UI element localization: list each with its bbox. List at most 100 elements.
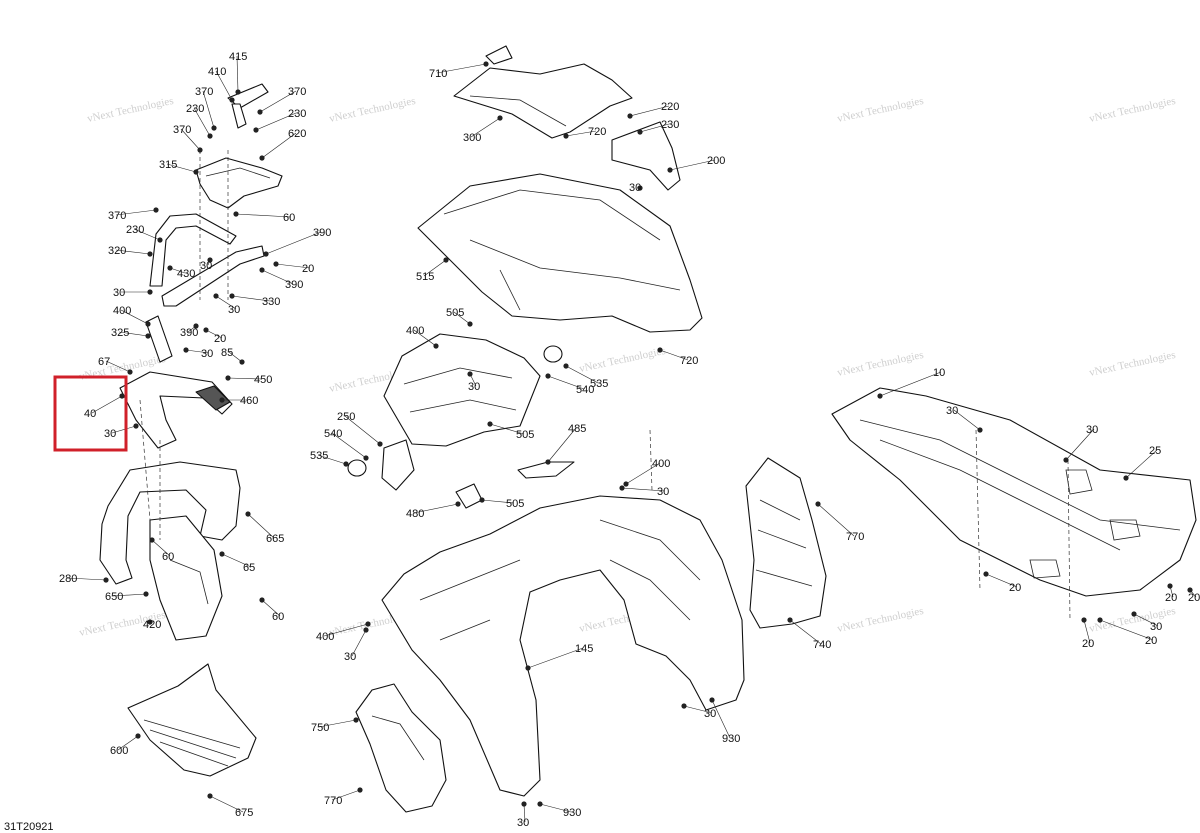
highlight-box — [53, 375, 128, 452]
leader-line — [215, 70, 233, 101]
leader-line — [436, 63, 487, 74]
part-number-label: 370 — [195, 86, 213, 98]
leader-line — [105, 360, 131, 373]
part-number-label: 30 — [1150, 621, 1162, 633]
leader-line — [193, 107, 211, 137]
leader-line — [118, 331, 149, 337]
leader-line — [261, 132, 297, 159]
leader-line — [1125, 449, 1158, 479]
leader-line — [207, 259, 211, 266]
leader-line — [669, 159, 716, 171]
part-number-label: 535 — [310, 450, 328, 462]
leader-line — [1083, 619, 1091, 644]
leader-line — [344, 415, 381, 445]
leader-line — [91, 395, 123, 414]
leader-line — [659, 349, 689, 361]
part-number-label: 620 — [288, 128, 306, 140]
leader-line — [547, 427, 577, 463]
part-number-label: 20 — [1082, 638, 1094, 650]
leader-line — [115, 209, 157, 216]
leader-line — [120, 309, 149, 325]
leader-line — [985, 573, 1018, 588]
part-number-label: 400 — [406, 325, 424, 337]
part-number-label: 30 — [201, 348, 213, 360]
part-number-label: 230 — [661, 119, 679, 131]
part-number-label: 390 — [313, 227, 331, 239]
part-number-label: 280 — [59, 573, 77, 585]
watermark-text: vNext Technologies — [1088, 349, 1177, 379]
part-number-label: 415 — [229, 51, 247, 63]
part-number-label: 540 — [324, 428, 342, 440]
part-number-label: 430 — [177, 268, 195, 280]
leader-line — [547, 375, 585, 390]
part-number-label: 535 — [590, 378, 608, 390]
part-number-label: 30 — [657, 486, 669, 498]
part-number-label: 710 — [429, 68, 447, 80]
leader-line — [231, 295, 271, 302]
part-number-label: 600 — [110, 745, 128, 757]
part-number-label: 390 — [285, 279, 303, 291]
part-number-label: 85 — [221, 347, 233, 359]
leader-line — [247, 513, 275, 539]
part-number-label: 67 — [98, 356, 110, 368]
part-number-label: 30 — [200, 260, 212, 272]
part-number-label: 30 — [468, 381, 480, 393]
part-number-label: 300 — [463, 132, 481, 144]
leader-line — [423, 259, 447, 277]
part-number-label: 370 — [108, 210, 126, 222]
part-number-label: 30 — [946, 405, 958, 417]
part-number-label: 410 — [208, 66, 226, 78]
part-number-label: 325 — [111, 327, 129, 339]
part-number-label: 460 — [240, 395, 258, 407]
leader-line — [453, 311, 471, 325]
leader-line — [489, 423, 525, 435]
part-number-label: 20 — [214, 333, 226, 345]
leader-line — [169, 267, 186, 274]
center-panels — [347, 45, 745, 813]
part-number-label: 505 — [516, 429, 534, 441]
leader-line — [527, 647, 584, 669]
leader-line — [1189, 589, 1197, 598]
leader-line — [115, 249, 151, 255]
part-number-label: 505 — [446, 307, 464, 319]
part-number-label: 650 — [105, 591, 123, 603]
leader-line — [235, 213, 292, 218]
leader-line — [817, 503, 855, 537]
reference-code: 31T20921 — [4, 821, 54, 833]
leader-line — [469, 373, 477, 387]
leader-line — [215, 295, 237, 310]
part-number-label: 200 — [707, 155, 725, 167]
leader-line — [261, 269, 294, 285]
leader-line — [470, 117, 501, 138]
leader-line — [112, 593, 147, 597]
part-number-label: 420 — [143, 619, 161, 631]
part-number-label: 60 — [162, 551, 174, 563]
leader-line — [331, 789, 361, 801]
leader-line — [227, 377, 263, 380]
part-number-label: 20 — [1009, 582, 1021, 594]
part-number-label: 770 — [324, 795, 342, 807]
part-number-label: 145 — [575, 643, 593, 655]
part-number-label: 65 — [243, 562, 255, 574]
part-number-label: 220 — [661, 101, 679, 113]
leader-line — [1169, 585, 1174, 598]
assembly-guides — [139, 150, 1071, 621]
leader-line — [117, 735, 139, 751]
leader-line — [149, 621, 152, 625]
part-number-label: 25 — [1149, 445, 1161, 457]
part-number-label: 230 — [126, 224, 144, 236]
part-number-label: 930 — [563, 807, 581, 819]
leader-line — [413, 329, 437, 347]
watermark-text: vNext Technologies — [836, 349, 925, 379]
part-number-label: 60 — [283, 212, 295, 224]
right-panels — [745, 387, 1197, 629]
part-number-label: 30 — [344, 651, 356, 663]
leader-line — [202, 90, 215, 129]
part-number-label: 370 — [173, 124, 191, 136]
part-number-label: 330 — [262, 296, 280, 308]
part-number-label: 30 — [104, 428, 116, 440]
leader-line — [565, 130, 597, 137]
part-number-label: 400 — [113, 305, 131, 317]
part-number-label: 320 — [108, 245, 126, 257]
